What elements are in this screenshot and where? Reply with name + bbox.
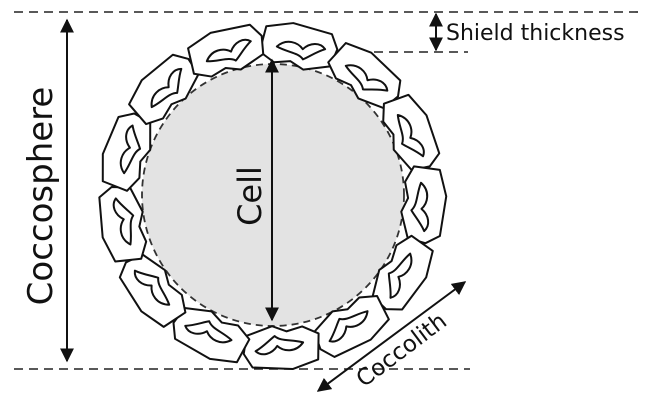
coccolith-plate xyxy=(242,323,321,372)
coccosphere-label: Coccosphere xyxy=(21,87,61,306)
coccolith-plate xyxy=(399,166,447,244)
cell-label: Cell xyxy=(231,166,269,226)
shield-thickness-label: Shield thickness xyxy=(446,21,625,46)
